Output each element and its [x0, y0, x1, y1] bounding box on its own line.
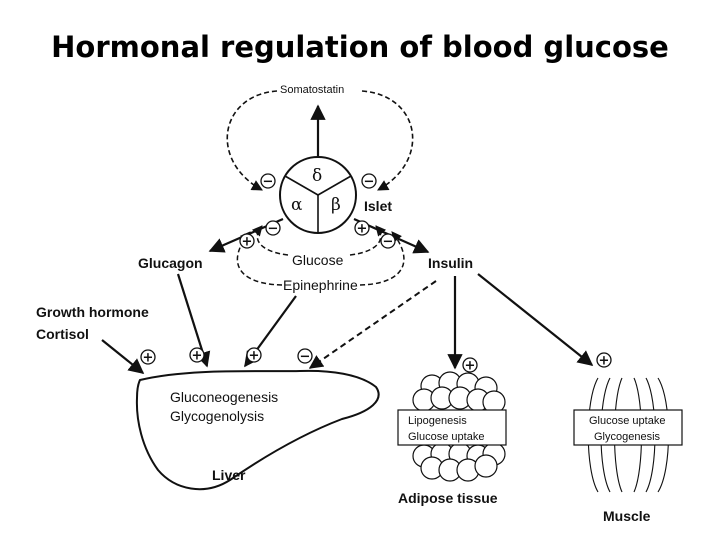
- plus-sign: +: [242, 235, 253, 250]
- minus-sign: −: [300, 350, 311, 365]
- minus-marker-somatostatin-right: −: [361, 173, 377, 190]
- minus-sign: −: [383, 235, 394, 250]
- plus-marker-epinephrine-liver: +: [246, 347, 262, 364]
- minus-marker-insulin-liver: −: [297, 348, 313, 365]
- plus-marker-glucose-beta: +: [354, 220, 370, 237]
- somatostatin-loop-right: [361, 90, 414, 191]
- glucagon-label: Glucagon: [138, 255, 203, 271]
- minus-marker-epinephrine-beta: −: [380, 233, 396, 250]
- plus-marker-insulin-adipose: +: [462, 357, 478, 374]
- epinephrine-label: Epinephrine: [283, 277, 358, 293]
- plus-marker-cortisol-liver: +: [140, 349, 156, 366]
- plus-marker-glucagon-liver: +: [189, 347, 205, 364]
- minus-sign: −: [268, 222, 279, 237]
- insulin-to-muscle-arrow: [477, 273, 594, 366]
- growth-hormone-label: Growth hormone: [36, 304, 149, 320]
- cortisol-label: Cortisol: [36, 326, 89, 342]
- plus-sign: +: [357, 222, 368, 237]
- adipose-cells: [412, 371, 506, 482]
- slide-title: Hormonal regulation of blood glucose: [51, 30, 669, 64]
- epinephrine-to-beta-arrow: [359, 231, 405, 286]
- alpha-cell-label: α: [291, 195, 303, 215]
- plus-marker-insulin-muscle: +: [596, 352, 612, 369]
- delta-cell-label: δ: [312, 166, 322, 186]
- muscle-label: Muscle: [603, 508, 651, 524]
- minus-sign: −: [364, 175, 375, 190]
- adipose-process-2: Glucose uptake: [408, 431, 484, 443]
- minus-marker-glucose-alpha: −: [265, 220, 281, 237]
- plus-marker-epinephrine-alpha: +: [239, 233, 255, 250]
- adipose-label: Adipose tissue: [398, 490, 498, 506]
- muscle-process-box: [573, 409, 683, 446]
- islet-label: Islet: [364, 198, 392, 214]
- plus-sign: +: [599, 354, 610, 369]
- glucose-label: Glucose: [292, 252, 344, 268]
- beta-cell-label: β: [331, 195, 341, 215]
- liver-label: Liver: [212, 467, 246, 483]
- liver-process-1: Gluconeogenesis: [170, 389, 278, 405]
- cortisol-to-liver-arrow: [101, 339, 145, 374]
- insulin-to-liver-arrow: [308, 280, 437, 369]
- adipose-process-1: Lipogenesis: [408, 415, 467, 427]
- liver-process-2: Glycogenolysis: [170, 408, 264, 424]
- islet-circle: [279, 156, 357, 234]
- minus-marker-somatostatin-left: −: [260, 173, 276, 190]
- plus-sign: +: [465, 359, 476, 374]
- muscle-process-1: Glucose uptake: [589, 415, 665, 427]
- muscle-process-2: Glycogenesis: [594, 431, 661, 443]
- plus-sign: +: [249, 349, 260, 364]
- somatostatin-loop-left: [226, 90, 278, 191]
- plus-sign: +: [143, 351, 154, 366]
- insulin-label: Insulin: [428, 255, 473, 271]
- liver-shape: [135, 369, 380, 491]
- plus-sign: +: [192, 349, 203, 364]
- somatostatin-label: Somatostatin: [280, 84, 344, 96]
- adipose-process-box: [397, 409, 507, 446]
- minus-sign: −: [263, 175, 274, 190]
